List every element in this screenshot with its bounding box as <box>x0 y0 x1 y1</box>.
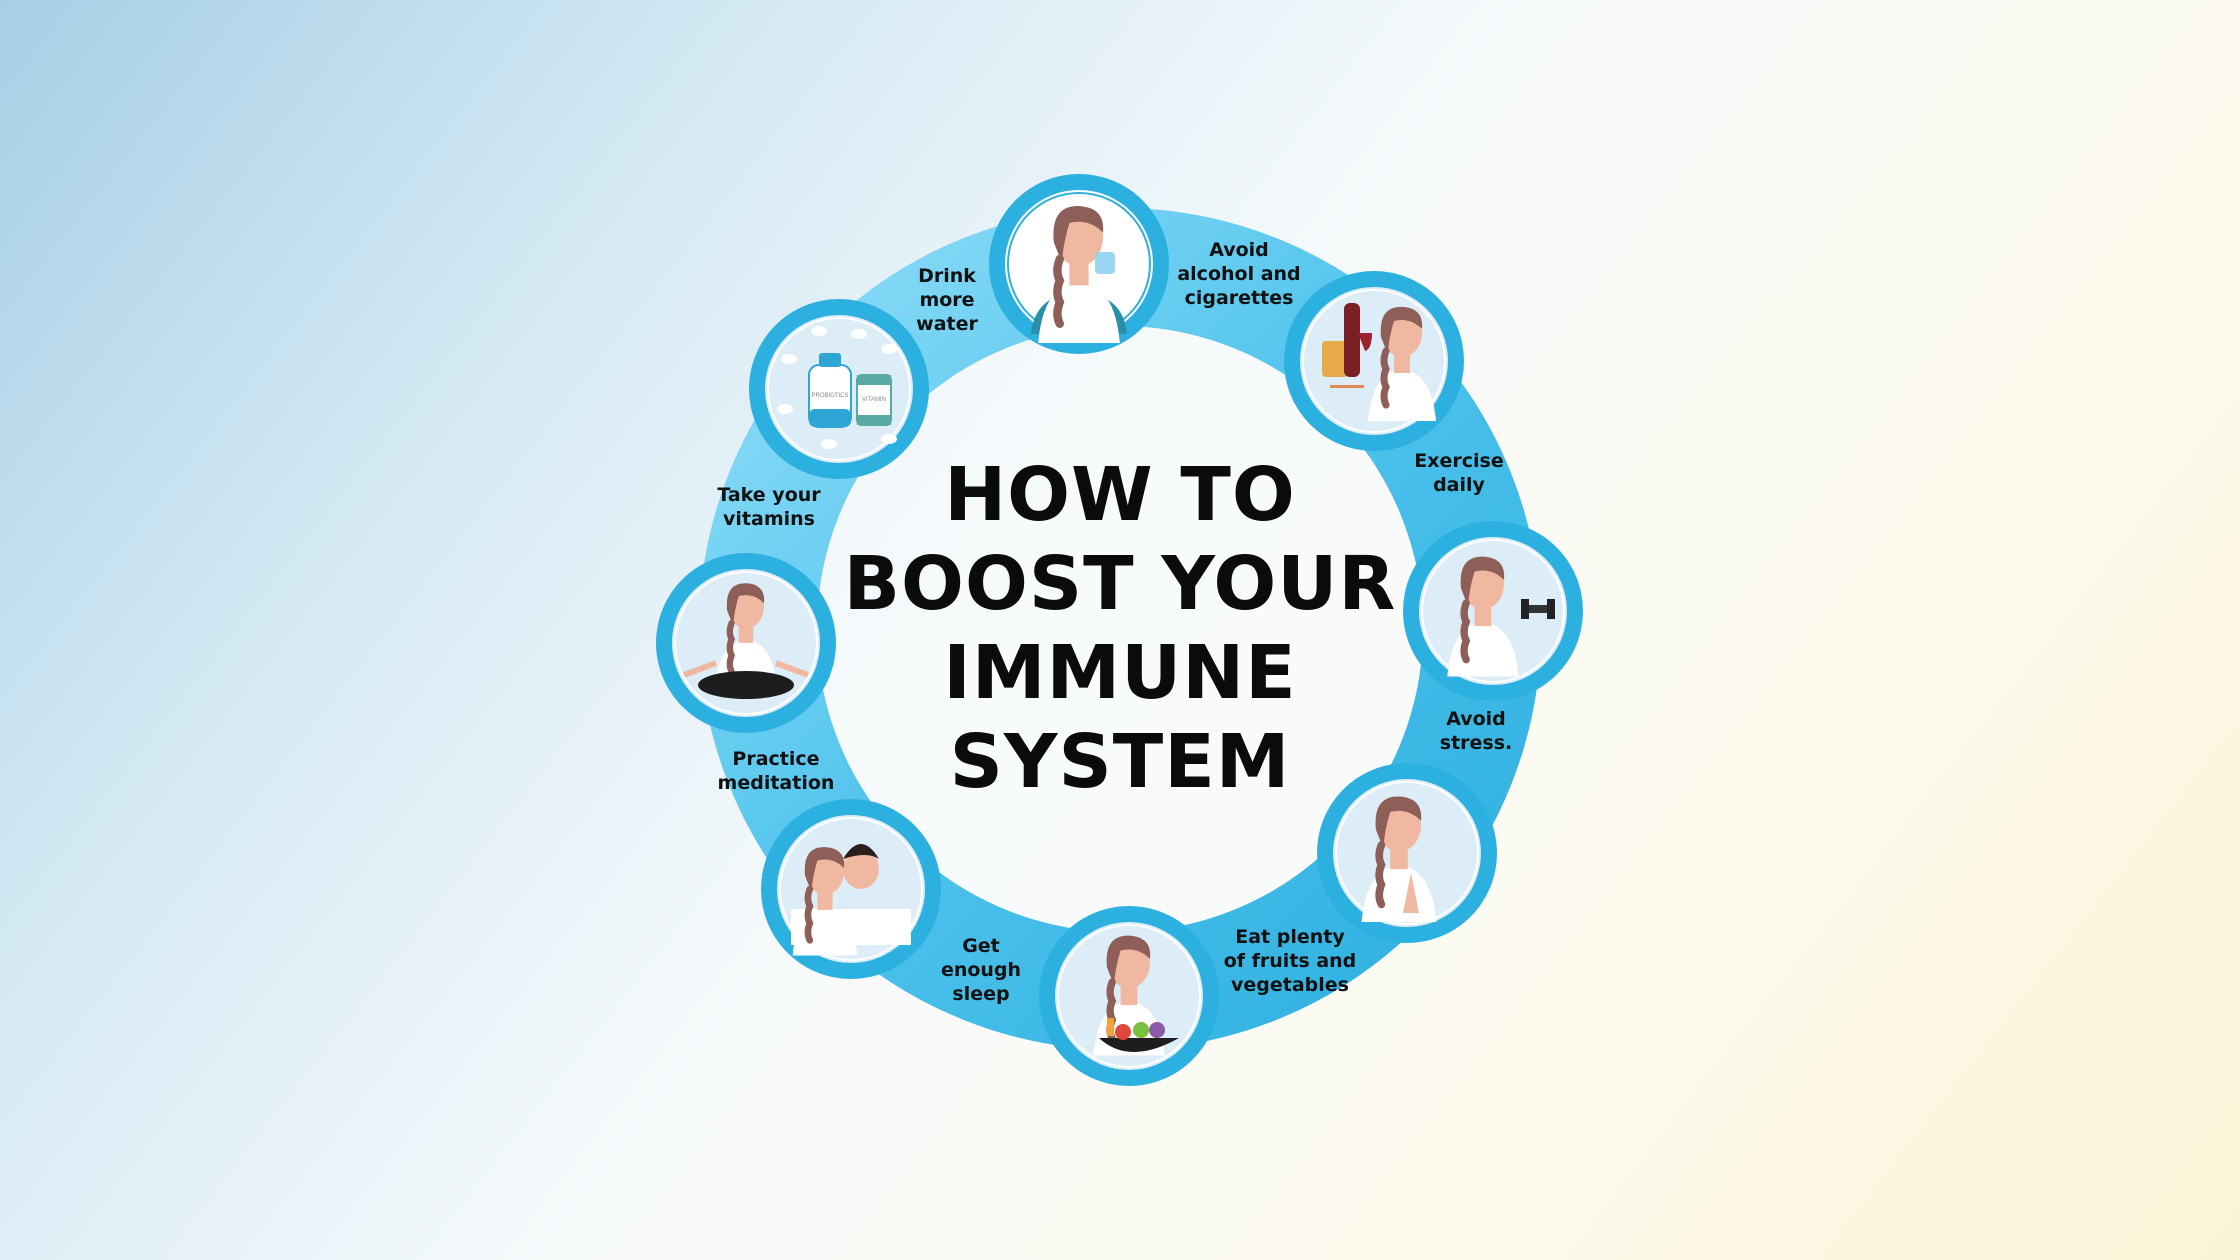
step-label-vitamins: Take your vitamins <box>717 484 821 530</box>
step-circle-sleep <box>761 799 941 979</box>
sleeping-couple-icon <box>791 844 911 956</box>
alcohol-refusal-icon <box>1322 303 1436 421</box>
calm-hands-icon <box>1362 796 1437 922</box>
meditation-icon <box>682 583 810 699</box>
fruit-bowl-icon <box>1093 936 1179 1056</box>
step-label-meditation: Practice meditation <box>717 748 835 794</box>
step-circle-stress <box>1317 763 1497 943</box>
step-circle-alcohol <box>1284 271 1464 451</box>
center-disc <box>817 326 1423 932</box>
step-label-sleep: Get enough sleep <box>940 935 1022 1005</box>
step-circle-vitamins: PROBIOTICS VITAMIN <box>749 299 929 479</box>
vitamin-bottles-icon: PROBIOTICS VITAMIN <box>777 326 897 449</box>
dumbbell-exercise-icon <box>1447 557 1555 677</box>
step-circle-fruits <box>1039 906 1219 1086</box>
drinking-water-icon <box>1031 206 1127 343</box>
step-circle-drink-water <box>989 174 1169 354</box>
step-label-stress: Avoid stress. <box>1439 708 1513 754</box>
vitamin-label: VITAMIN <box>862 397 886 403</box>
step-label-exercise: Exercise daily <box>1414 450 1504 496</box>
step-label-fruits: Eat plenty of fruits and vegetables <box>1223 926 1357 996</box>
step-label-alcohol: Avoid alcohol and cigarettes <box>1177 239 1301 309</box>
step-circle-meditation <box>656 553 836 733</box>
step-circle-exercise <box>1403 521 1583 701</box>
step-label-drink-water: Drink more water <box>916 265 978 335</box>
probiotics-label: PROBIOTICS <box>811 393 848 399</box>
page-title: HOW TO BOOST YOUR IMMUNE SYSTEM <box>843 452 1397 805</box>
